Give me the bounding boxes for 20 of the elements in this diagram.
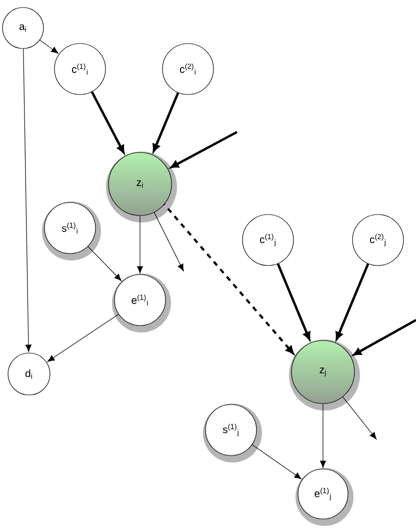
- arrow: [23, 48, 32, 352]
- arrow: [353, 318, 416, 356]
- arrow: [342, 396, 377, 440]
- arrow: [154, 212, 184, 272]
- circle-node: d$_{i}$: [8, 352, 50, 396]
- circle-node: z$_{j}$: [291, 340, 355, 404]
- arrow: [164, 204, 294, 354]
- arrow: [276, 263, 310, 340]
- arrow: [90, 91, 124, 154]
- arrow: [137, 216, 143, 274]
- arrow: [152, 92, 180, 152]
- arrow: [170, 130, 238, 168]
- circle-node: z$_{i}$: [108, 152, 172, 216]
- arrow: [336, 263, 370, 340]
- arrow: [320, 404, 326, 468]
- circle-node: a$_{i}$: [2, 7, 44, 49]
- arrow: [252, 444, 302, 480]
- arrow: [88, 246, 122, 281]
- arrow: [40, 40, 58, 54]
- arrow: [47, 314, 119, 362]
